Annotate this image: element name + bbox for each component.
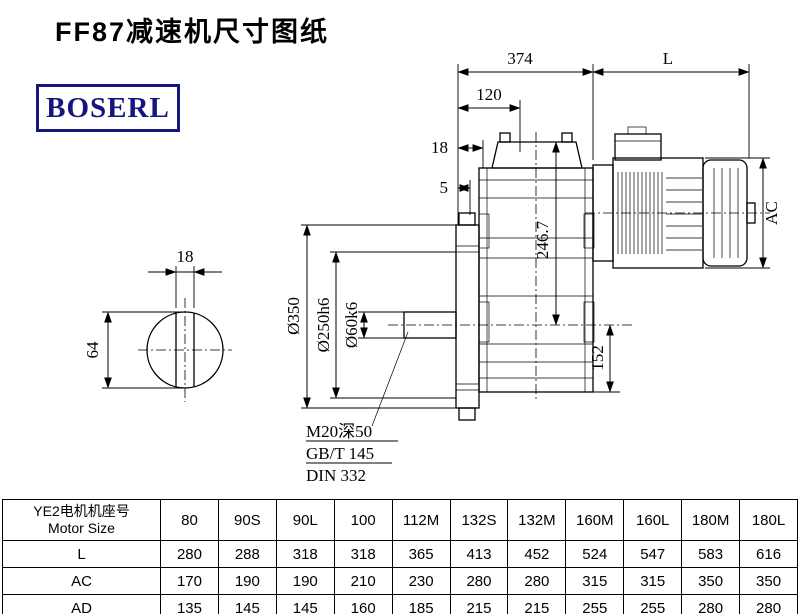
table-cell: 145 <box>217 594 277 614</box>
table-cell: 255 <box>565 594 625 614</box>
terminal-box <box>614 133 662 161</box>
table-cell: 145 <box>275 594 335 614</box>
table-cell: 280 <box>681 594 741 614</box>
shaft-end-view: 18 64 <box>83 247 232 402</box>
table-cell: 547 <box>623 540 683 568</box>
table-cell: 280 <box>739 594 798 614</box>
dimension-374-L: 374 L <box>457 49 750 225</box>
table-cell: 350 <box>739 567 798 595</box>
gearbox-flange <box>455 212 480 421</box>
dimension-dia250: Ø250h6 <box>314 251 456 399</box>
dim-18: 18 <box>431 138 448 157</box>
dim-L: L <box>663 49 673 68</box>
note-gb: GB/T 145 <box>306 444 374 463</box>
size-col-header: 180M <box>681 499 741 541</box>
dim-374: 374 <box>507 49 533 68</box>
size-col-header: 160L <box>623 499 683 541</box>
key-height-dim: 64 <box>83 341 102 359</box>
table-row-AD: AD 135 145 145 160 185 215 215 255 255 2… <box>2 594 798 614</box>
table-cell: 318 <box>333 540 393 568</box>
page-title: FF87减速机尺寸图纸 <box>55 17 330 47</box>
table-cell: 524 <box>565 540 625 568</box>
note-din: DIN 332 <box>306 466 366 485</box>
table-cell: 365 <box>391 540 451 568</box>
table-cell: 583 <box>681 540 741 568</box>
gearbox-housing <box>478 132 595 393</box>
size-col-header: 160M <box>565 499 625 541</box>
technical-drawing: 18 64 <box>83 49 781 485</box>
table-cell: 160 <box>333 594 393 614</box>
table-cell: 318 <box>275 540 335 568</box>
dim-dia60: Ø60k6 <box>342 302 361 348</box>
table-cell: 215 <box>507 594 567 614</box>
table-cell: 135 <box>160 594 219 614</box>
row-label: AD <box>2 594 161 614</box>
table-cell: 315 <box>623 567 683 595</box>
table-cell: 170 <box>160 567 219 595</box>
table-cell: 315 <box>565 567 625 595</box>
table-cell: 185 <box>391 594 451 614</box>
size-col-header: 180L <box>739 499 798 541</box>
size-col-header: 132M <box>507 499 567 541</box>
table-header-row: YE2电机机座号 Motor Size 80 90S 90L 100 112M … <box>2 499 798 541</box>
boserl-logo-text: BOSERL <box>46 91 170 124</box>
size-col-header: 80 <box>160 499 219 541</box>
table-cell: 280 <box>449 567 509 595</box>
row-label: AC <box>2 567 161 595</box>
dimension-120: 120 <box>457 85 521 152</box>
size-col-header: 112M <box>391 499 451 541</box>
motor-size-header: YE2电机机座号 Motor Size <box>2 499 161 541</box>
dimension-246-7: 246.7 <box>533 141 560 326</box>
boserl-logo: BOSERL <box>36 84 180 132</box>
dimension-5: 5 <box>440 178 471 215</box>
dim-dia350: Ø350 <box>284 297 303 335</box>
dimension-dia350: Ø350 <box>284 224 456 409</box>
table-row-AC: AC 170 190 190 210 230 280 280 315 315 3… <box>2 567 798 595</box>
table-cell: 190 <box>217 567 277 595</box>
dim-246-7: 246.7 <box>533 220 552 259</box>
dim-5: 5 <box>440 178 449 197</box>
table-cell: 350 <box>681 567 741 595</box>
table-cell: 288 <box>217 540 277 568</box>
table-cell: 215 <box>449 594 509 614</box>
dim-120: 120 <box>476 85 502 104</box>
row-label: L <box>2 540 161 568</box>
table-cell: 230 <box>391 567 451 595</box>
dimension-dia60: Ø60k6 <box>342 302 404 348</box>
motor <box>592 126 756 269</box>
dim-152: 152 <box>588 345 607 371</box>
dimension-152: 152 <box>588 324 620 393</box>
table-cell: 280 <box>160 540 219 568</box>
size-col-header: 90L <box>275 499 335 541</box>
note-thread: M20深50 <box>306 422 372 441</box>
size-col-header: 90S <box>217 499 277 541</box>
table-cell: 255 <box>623 594 683 614</box>
table-cell: 210 <box>333 567 393 595</box>
table-cell: 616 <box>739 540 798 568</box>
motor-size-table: YE2电机机座号 Motor Size 80 90S 90L 100 112M … <box>2 499 798 614</box>
dim-dia250: Ø250h6 <box>314 298 333 353</box>
motor-size-header-cn: YE2电机机座号 <box>33 502 130 519</box>
size-col-header: 132S <box>449 499 509 541</box>
thread-note: M20深50 GB/T 145 DIN 332 <box>306 331 409 485</box>
motor-size-header-en: Motor Size <box>48 520 115 536</box>
size-col-header: 100 <box>333 499 393 541</box>
dimension-18: 18 <box>431 138 484 168</box>
table-cell: 280 <box>507 567 567 595</box>
output-shaft <box>403 311 457 339</box>
table-cell: 413 <box>449 540 509 568</box>
key-width-dim: 18 <box>177 247 194 266</box>
table-row-L: L 280 288 318 318 365 413 452 524 547 58… <box>2 540 798 568</box>
center-lines <box>388 132 770 402</box>
table-cell: 190 <box>275 567 335 595</box>
table-cell: 452 <box>507 540 567 568</box>
dimension-AC: AC <box>705 157 781 269</box>
dim-AC: AC <box>762 201 781 225</box>
